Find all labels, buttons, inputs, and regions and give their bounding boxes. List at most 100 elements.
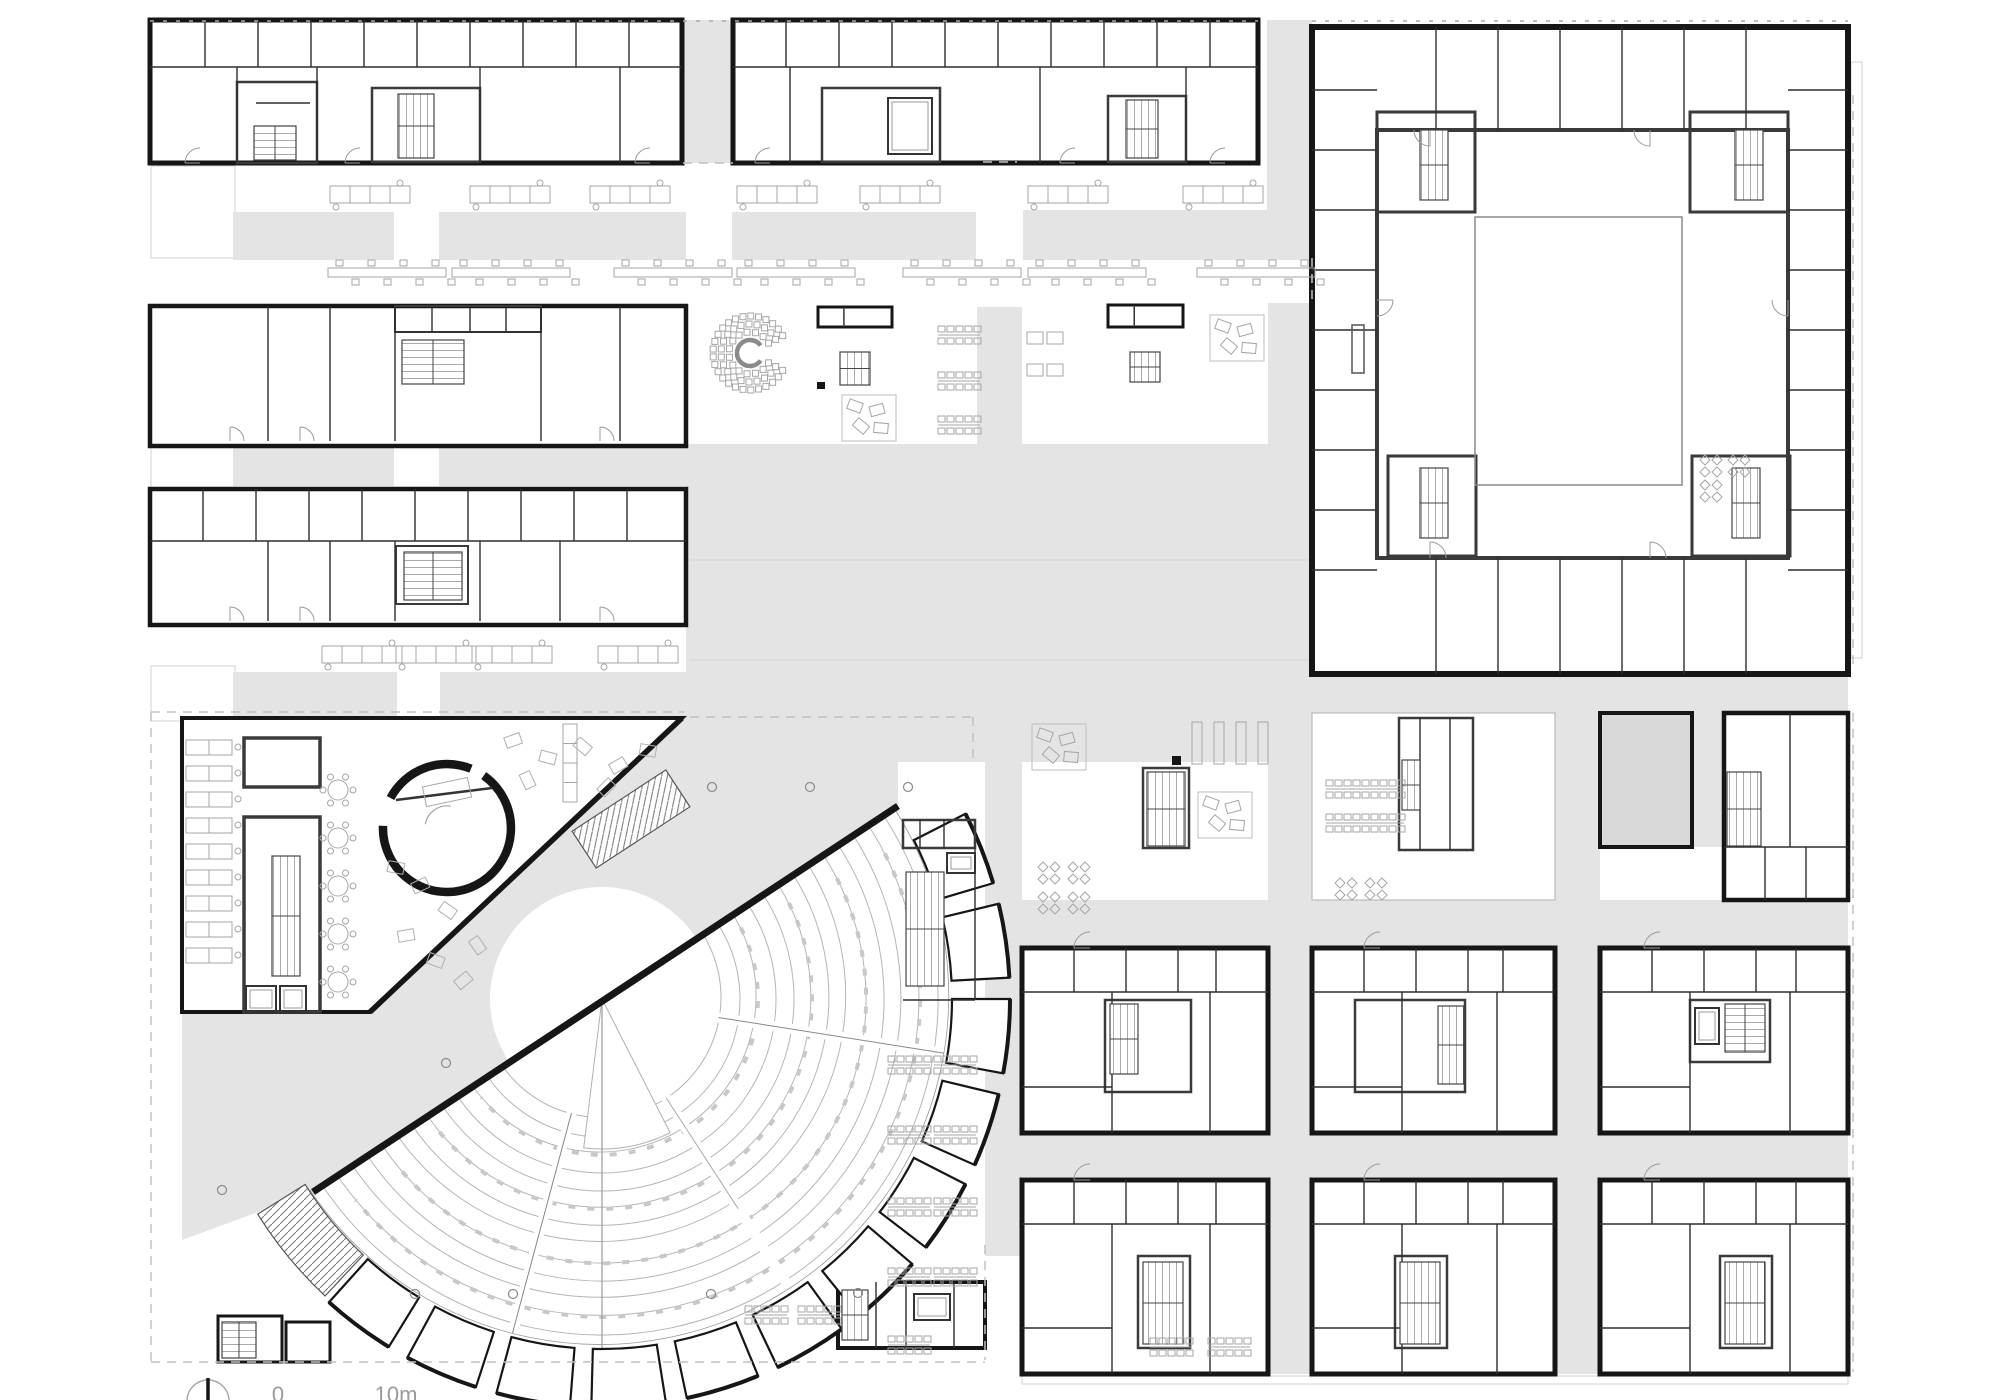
exam-chairs xyxy=(1149,1337,1158,1345)
exam-chairs xyxy=(946,371,955,379)
elevator xyxy=(946,852,976,874)
diamond-chair xyxy=(1037,891,1049,903)
exam-chairs xyxy=(955,415,964,423)
exam-chairs xyxy=(887,1055,896,1063)
diamond-chair xyxy=(1727,466,1739,478)
exam-chairs xyxy=(1234,1337,1243,1345)
pod-outer-wall xyxy=(686,1374,759,1400)
gray-area xyxy=(1692,713,1724,847)
exam-chairs xyxy=(969,1125,978,1133)
exam-chairs xyxy=(951,1125,960,1133)
diamond-chair xyxy=(1699,491,1711,503)
structural-column xyxy=(507,1288,519,1300)
gray-room-block xyxy=(1598,711,1694,849)
lounge-chair xyxy=(452,970,474,991)
c-seat-core xyxy=(734,337,763,369)
lounge-diagonal-wall xyxy=(368,715,684,1015)
building-block xyxy=(284,1320,332,1364)
diamond-chair xyxy=(1079,891,1091,903)
pod-outer-wall xyxy=(963,812,996,884)
exam-chairs xyxy=(964,371,973,379)
sofa-set xyxy=(1209,314,1265,362)
gray-area xyxy=(1555,674,1600,1374)
lounge-chair xyxy=(638,743,658,758)
drum-furniture xyxy=(421,776,473,808)
courtyard-border xyxy=(1474,216,1683,486)
sofa-set xyxy=(1031,723,1087,771)
exam-chairs xyxy=(905,1125,914,1133)
exam-chairs xyxy=(887,1125,896,1133)
exam-chairs xyxy=(1397,779,1406,787)
round-table xyxy=(327,779,349,801)
exam-chairs xyxy=(973,415,982,423)
exam-chairs xyxy=(960,1197,969,1205)
exam-chairs xyxy=(914,1197,923,1205)
diamond-chair xyxy=(1376,889,1388,901)
diamond-chair xyxy=(1037,873,1049,885)
diamond-chair xyxy=(1739,466,1751,478)
door-swing xyxy=(1376,299,1394,317)
diamond-chair xyxy=(1711,479,1723,491)
exam-chairs xyxy=(969,1055,978,1063)
lounge-chair xyxy=(538,749,558,766)
drum-wall xyxy=(378,772,516,897)
perimeter-pod xyxy=(590,1343,667,1400)
pod-outer-wall xyxy=(776,1327,843,1370)
door-swing xyxy=(344,147,361,164)
exam-chairs xyxy=(960,1055,969,1063)
exam-chairs xyxy=(1397,813,1406,821)
exam-chairs xyxy=(923,1267,932,1275)
drum-wall xyxy=(386,759,473,801)
elevator xyxy=(887,97,933,155)
curved-ramp xyxy=(256,1183,365,1297)
drum-door-arc xyxy=(424,805,451,825)
exam-chairs xyxy=(973,325,982,333)
exam-chairs xyxy=(1361,813,1370,821)
pod-outer-wall xyxy=(406,1355,477,1389)
exam-chairs xyxy=(951,1267,960,1275)
exam-chairs xyxy=(964,325,973,333)
diamond-chair xyxy=(1067,891,1079,903)
exam-chairs xyxy=(753,1305,762,1313)
exam-chairs xyxy=(1185,1337,1194,1345)
building-block xyxy=(1597,1177,1851,1377)
door-swing xyxy=(299,606,315,622)
door-swing xyxy=(229,426,245,442)
exam-chairs xyxy=(942,1125,951,1133)
gray-area xyxy=(1023,210,1312,260)
structural-column xyxy=(852,1287,864,1299)
building-block xyxy=(1309,24,1851,677)
exam-chairs xyxy=(1176,1337,1185,1345)
perimeter-pod xyxy=(878,1156,968,1249)
interior-wall-box xyxy=(1718,1254,1774,1350)
long-table xyxy=(1235,721,1247,765)
drum-chord xyxy=(395,786,493,802)
diamond-chair xyxy=(1711,454,1723,466)
pod-outer-wall xyxy=(972,1093,1001,1166)
structural-column xyxy=(706,781,718,793)
perimeter-pod xyxy=(405,1305,496,1389)
pod-outer-wall xyxy=(1001,998,1013,1074)
bench-row xyxy=(1196,267,1316,278)
interior-wall-box xyxy=(1375,110,1477,214)
exam-chairs xyxy=(905,1055,914,1063)
exam-chairs xyxy=(1334,813,1343,821)
perimeter-pod xyxy=(495,1335,576,1400)
door-swing xyxy=(1643,1163,1661,1181)
exam-chairs xyxy=(797,1305,806,1313)
gray-area xyxy=(439,212,686,260)
long-table xyxy=(1257,721,1269,765)
porch-outline xyxy=(1021,1375,1849,1385)
bench-row xyxy=(1027,267,1147,278)
exam-chairs xyxy=(951,1055,960,1063)
door-swing xyxy=(1363,1163,1381,1181)
gray-area xyxy=(1022,700,1268,714)
exam-chairs xyxy=(1167,1337,1176,1345)
exam-chairs xyxy=(1388,813,1397,821)
lounge-chair xyxy=(409,876,431,895)
door-swing xyxy=(1633,129,1651,147)
gray-area xyxy=(1022,900,1848,946)
desk-pair xyxy=(1026,363,1044,377)
